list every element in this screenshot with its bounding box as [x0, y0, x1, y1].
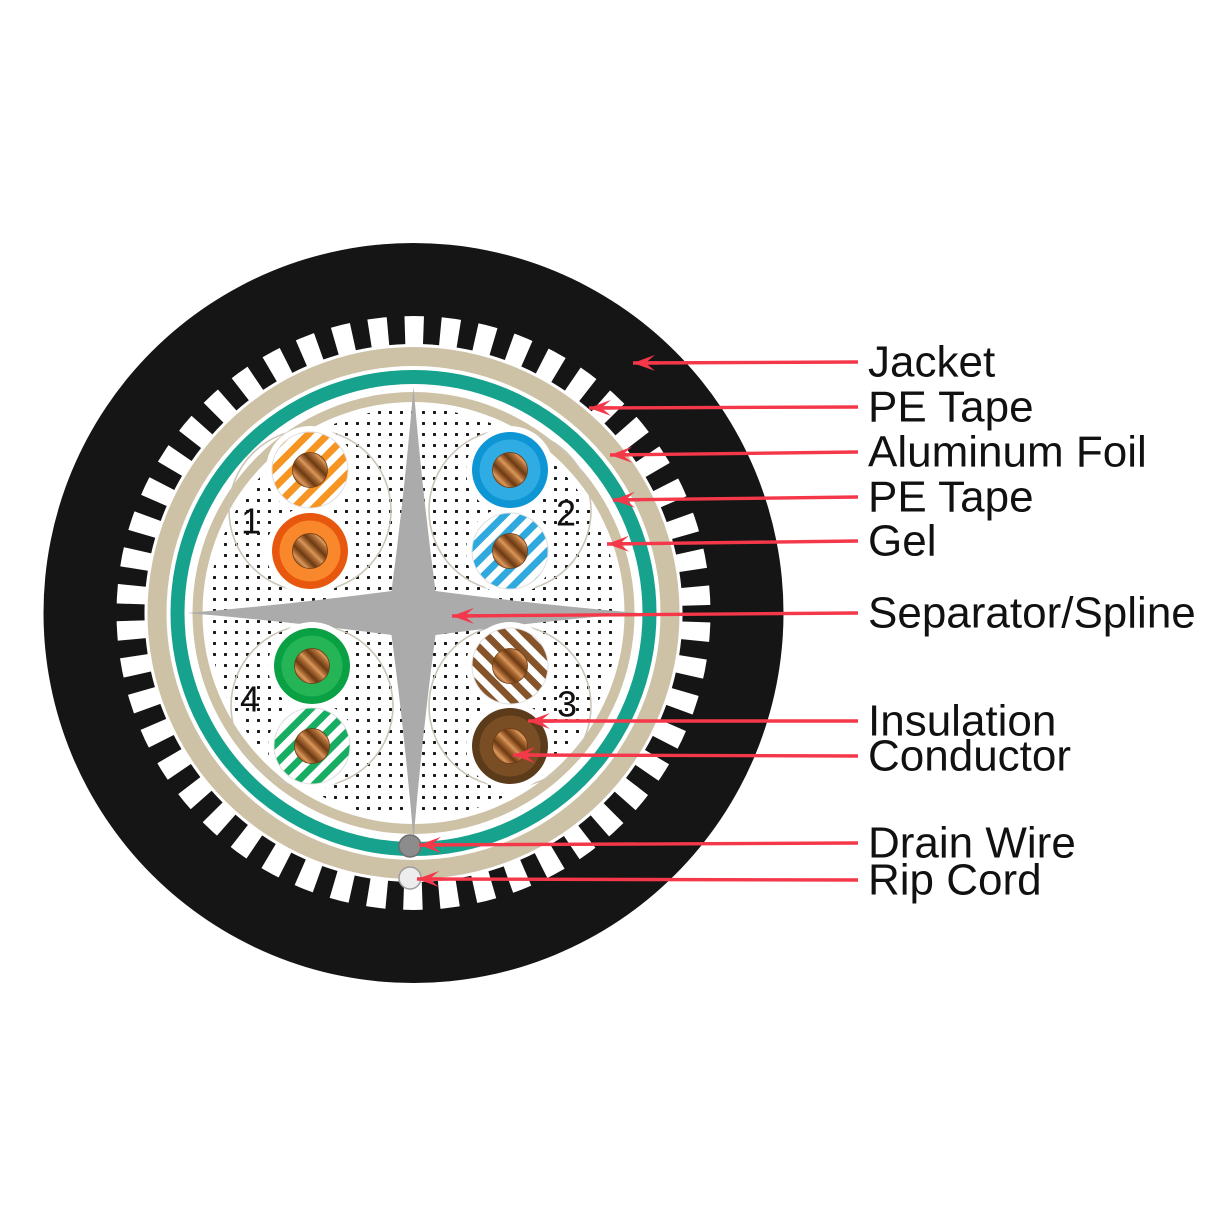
label-aluminum-foil: Aluminum Foil	[868, 428, 1147, 477]
label-pe-tape-outer: PE Tape	[868, 383, 1034, 432]
wire-pair-2-blue	[471, 432, 549, 590]
pair-2-number: 2	[556, 493, 576, 534]
wire-pair-4-green	[273, 628, 351, 785]
arrow-jacket	[632, 354, 859, 371]
arrow-separator-spline	[451, 607, 859, 624]
arrow-gel	[606, 535, 859, 552]
pair-numbers: 1 2 3 4	[240, 493, 577, 725]
conductor	[294, 728, 330, 764]
arrow-rip-cord	[416, 871, 859, 888]
pair-4-number: 4	[240, 679, 260, 720]
label-pe-tape-inner: PE Tape	[868, 473, 1034, 522]
pair-3-number: 3	[557, 684, 577, 725]
conductor	[492, 648, 528, 684]
drain-wire-dot	[398, 834, 422, 858]
arrow-pe-tape-inner	[612, 491, 859, 508]
conductor	[492, 452, 528, 488]
arrow-pe-tape-outer	[588, 399, 859, 416]
pair-1-number: 1	[241, 501, 261, 542]
conductor	[492, 728, 528, 764]
callout-labels: Jacket PE Tape Aluminum Foil PE Tape Gel…	[868, 338, 1196, 905]
conductor	[292, 452, 328, 488]
arrow-drain-wire	[418, 836, 859, 853]
wire-pair-1-orange	[271, 431, 349, 589]
label-drain-wire: Drain Wire	[868, 819, 1076, 868]
label-conductor: Conductor	[868, 732, 1071, 781]
label-jacket: Jacket	[868, 338, 995, 387]
arrow-aluminum-foil	[609, 446, 859, 463]
label-gel: Gel	[868, 517, 936, 566]
separator-spline	[187, 387, 640, 839]
arrow-conductor	[512, 747, 859, 764]
label-insulation: Insulation	[868, 697, 1056, 746]
callout-arrows	[416, 354, 859, 888]
label-rip-cord: Rip Cord	[868, 856, 1042, 905]
label-separator-spline: Separator/Spline	[868, 589, 1196, 638]
conductor	[292, 533, 328, 569]
conductor	[492, 533, 528, 569]
conductor	[294, 648, 330, 684]
